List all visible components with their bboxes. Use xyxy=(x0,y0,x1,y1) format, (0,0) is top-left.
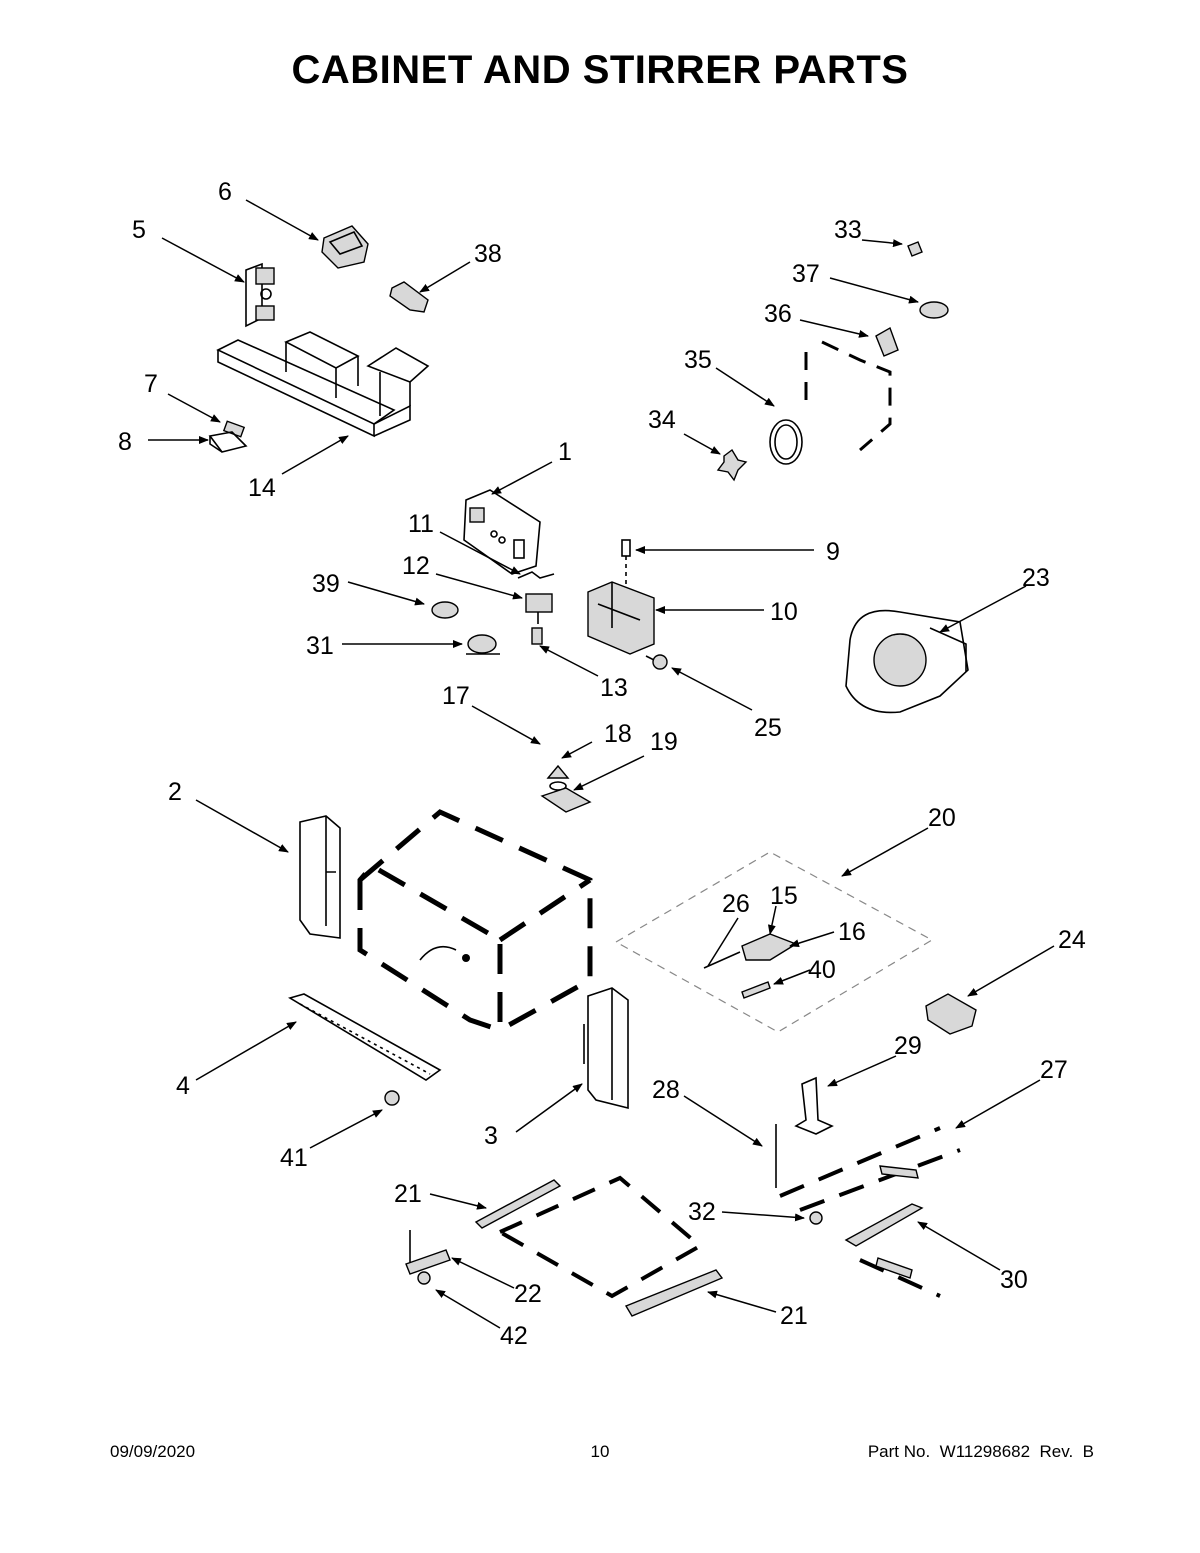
part-35-duct xyxy=(769,419,803,465)
callout-3: 3 xyxy=(484,1122,498,1150)
part-10-transformer xyxy=(587,581,655,655)
footer-date: 09/09/2020 xyxy=(110,1442,196,1461)
part-21-rail-lower xyxy=(624,1269,724,1317)
callout-28: 28 xyxy=(652,1076,680,1104)
callout-8: 8 xyxy=(118,428,132,456)
callout-39: 39 xyxy=(312,570,340,598)
callout-24: 24 xyxy=(1058,926,1086,954)
part-9-connector xyxy=(621,539,631,590)
part-cavity xyxy=(357,809,593,1034)
part-5-switch-bracket xyxy=(245,262,275,328)
callout-4: 4 xyxy=(176,1072,190,1100)
part-stirrer-shaft xyxy=(875,1257,913,1279)
callout-9: 9 xyxy=(826,538,840,566)
callout-23: 23 xyxy=(1022,564,1050,592)
part-14-control-housing xyxy=(216,331,430,438)
callout-25: 25 xyxy=(754,714,782,742)
callout-16: 16 xyxy=(838,918,866,946)
part-39-grommet xyxy=(431,601,459,619)
part-42-screw xyxy=(417,1271,431,1285)
callout-37: 37 xyxy=(792,260,820,288)
callout-34: 34 xyxy=(648,406,676,434)
callout-1: 1 xyxy=(558,438,572,466)
callout-11: 11 xyxy=(408,510,434,538)
footer-page-number: 10 xyxy=(590,1442,610,1461)
callout-32: 32 xyxy=(688,1198,716,1226)
callout-33: 33 xyxy=(834,216,862,244)
callout-21a: 21 xyxy=(394,1180,422,1208)
part-3-side-trim xyxy=(583,987,629,1110)
callout-12: 12 xyxy=(402,552,430,580)
callout-6: 6 xyxy=(218,178,232,206)
part-37-thermostat xyxy=(919,301,949,319)
part-30-belt xyxy=(844,1203,924,1247)
callout-2: 2 xyxy=(168,778,182,806)
callout-10: 10 xyxy=(770,598,798,626)
callout-21b: 21 xyxy=(780,1302,808,1330)
part-23-blower xyxy=(845,609,969,714)
callout-18: 18 xyxy=(604,720,632,748)
part-4-vent xyxy=(288,993,442,1081)
callout-42: 42 xyxy=(500,1322,528,1350)
part-6-display xyxy=(321,225,369,269)
part-29-bracket xyxy=(794,1076,834,1135)
callout-20: 20 xyxy=(928,804,956,832)
part-41-screw xyxy=(384,1090,400,1106)
part-floor-panel xyxy=(495,1175,704,1299)
callout-31: 31 xyxy=(306,632,334,660)
part-25-screw xyxy=(645,654,668,670)
part-31-thermostat xyxy=(466,634,500,655)
page-title: CABINET AND STIRRER PARTS xyxy=(291,48,909,92)
part-8-fuse-holder xyxy=(208,431,248,453)
part-13-actuator xyxy=(531,627,543,645)
callout-15: 15 xyxy=(770,882,798,910)
part-17-stirrer-cap xyxy=(546,764,570,779)
callout-labels: 1 2 3 4 5 6 7 8 9 10 11 12 13 14 15 16 1… xyxy=(118,178,1086,1350)
callout-36: 36 xyxy=(764,300,792,328)
part-22-hinge-pin xyxy=(405,1230,451,1275)
part-15-switch-block xyxy=(741,933,798,961)
part-12-switch xyxy=(525,593,553,624)
callout-29: 29 xyxy=(894,1032,922,1060)
callout-14: 14 xyxy=(248,474,276,502)
part-27-shaft xyxy=(879,1165,919,1179)
callout-38: 38 xyxy=(474,240,502,268)
part-38-latch xyxy=(389,281,429,313)
callout-41: 41 xyxy=(280,1144,308,1172)
footer-part-number: Part No. W11298682 Rev. B xyxy=(867,1442,1094,1461)
part-26-probe xyxy=(703,951,741,969)
callout-19: 19 xyxy=(650,728,678,756)
callout-26: 26 xyxy=(722,890,750,918)
callout-22: 22 xyxy=(514,1280,542,1308)
part-2-side-trim xyxy=(299,815,341,939)
part-27-frame xyxy=(779,1126,961,1298)
leader-lines xyxy=(148,199,1055,1329)
part-40-spring xyxy=(741,981,771,999)
part-21-rail-upper xyxy=(474,1179,562,1229)
part-20-assembly-area xyxy=(614,851,934,1033)
callout-17: 17 xyxy=(442,682,470,710)
part-24-sensor xyxy=(925,993,977,1035)
part-19-stirrer-base xyxy=(540,787,592,813)
callout-40: 40 xyxy=(808,956,836,984)
callout-13: 13 xyxy=(600,674,628,702)
part-36-motor xyxy=(875,326,899,357)
callout-5: 5 xyxy=(132,216,146,244)
part-11-wire xyxy=(517,571,555,579)
part-motor-bracket xyxy=(804,340,892,452)
part-33-clip xyxy=(907,241,923,257)
callout-7: 7 xyxy=(144,370,158,398)
callout-35: 35 xyxy=(684,346,712,374)
part-1-control-board xyxy=(463,489,541,575)
callout-30: 30 xyxy=(1000,1266,1028,1294)
part-32-bolt xyxy=(809,1211,823,1225)
callout-27: 27 xyxy=(1040,1056,1068,1084)
part-34-fan-blade xyxy=(716,448,748,482)
part-7-fuse xyxy=(222,420,246,438)
